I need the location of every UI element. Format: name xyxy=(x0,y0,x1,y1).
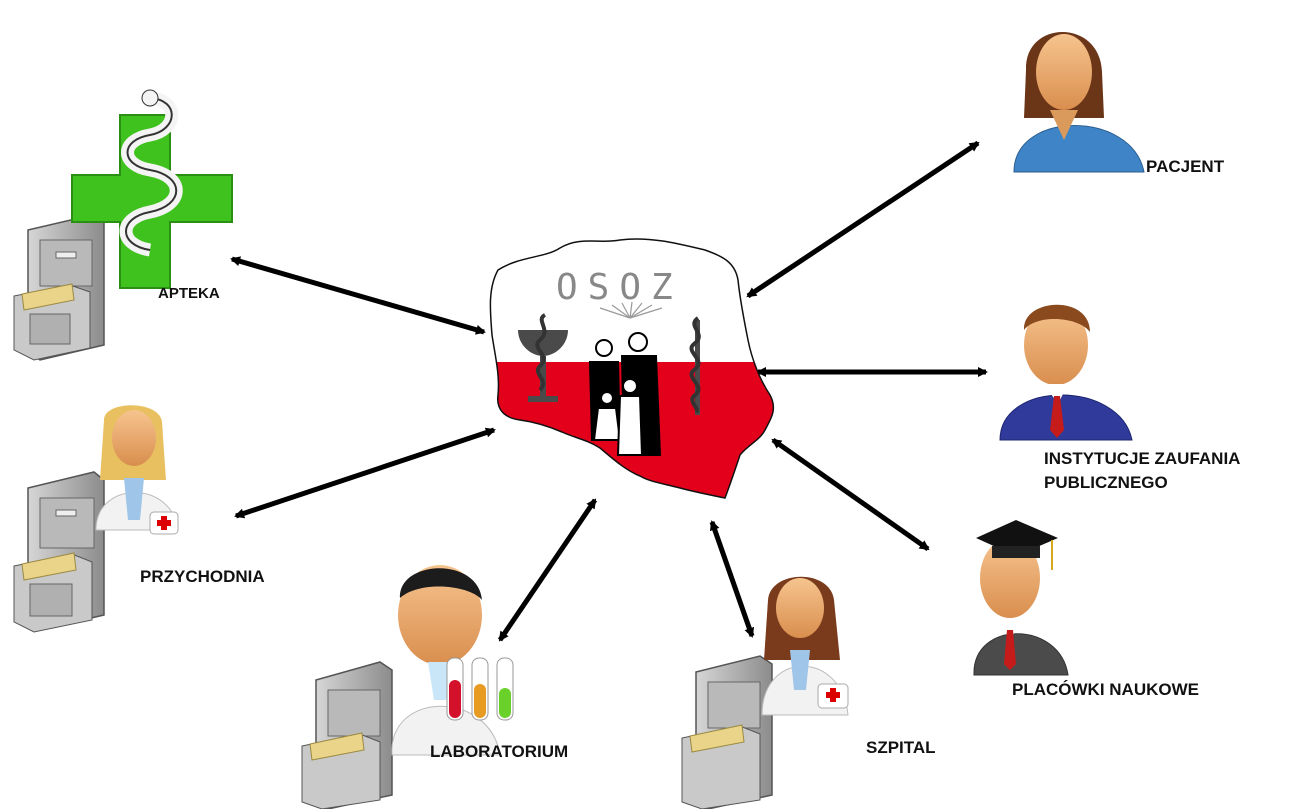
laboratorium-label: LABORATORIUM xyxy=(430,742,569,761)
connection-arrows xyxy=(230,140,988,642)
arrow-apteka xyxy=(230,256,486,335)
filing-cabinet-icon xyxy=(13,214,105,361)
graduate-icon xyxy=(973,520,1069,676)
laboratorium-node xyxy=(301,565,514,809)
family-icon xyxy=(588,332,662,456)
przychodnia-node xyxy=(13,405,179,633)
arrow-pacjent xyxy=(746,140,980,299)
arrow-laboratorium xyxy=(497,498,598,642)
pacjent-label: PACJENT xyxy=(1146,157,1225,176)
bowl-of-hygieia-icon xyxy=(518,313,568,402)
apteka-label: APTEKA xyxy=(158,285,220,302)
apteka-node xyxy=(13,89,233,361)
female-doctor-icon xyxy=(761,576,849,716)
arrow-szpital xyxy=(709,520,755,638)
filing-cabinet-icon xyxy=(13,471,105,633)
przychodnia-label: PRZYCHODNIA xyxy=(140,567,265,586)
placowki-label: PLACÓWKI NAUKOWE xyxy=(1012,680,1199,699)
szpital-node xyxy=(681,576,849,809)
rod-of-asclepius-icon xyxy=(689,316,701,415)
filing-cabinet-icon xyxy=(681,655,773,809)
arrow-placowki xyxy=(771,437,930,552)
filing-cabinet-icon xyxy=(301,661,393,809)
male-doctor-icon xyxy=(391,565,501,756)
pacjent-node xyxy=(1013,32,1145,173)
patient-icon xyxy=(1013,32,1145,173)
instytucje-node xyxy=(999,304,1133,441)
female-doctor-icon xyxy=(95,405,179,535)
arrow-przychodnia xyxy=(234,427,496,519)
pharmacy-cross-icon xyxy=(71,89,233,289)
osoz-title: OSOZ xyxy=(556,267,683,308)
placowki-node xyxy=(973,520,1069,676)
szpital-label: SZPITAL xyxy=(866,738,936,757)
osoz-poland-logo xyxy=(489,238,775,499)
test-tubes-icon xyxy=(446,657,514,721)
businessman-icon xyxy=(999,304,1133,441)
instytucje-label-line1: INSTYTUCJE ZAUFANIA xyxy=(1044,449,1241,468)
instytucje-label-line2: PUBLICZNEGO xyxy=(1044,473,1168,492)
